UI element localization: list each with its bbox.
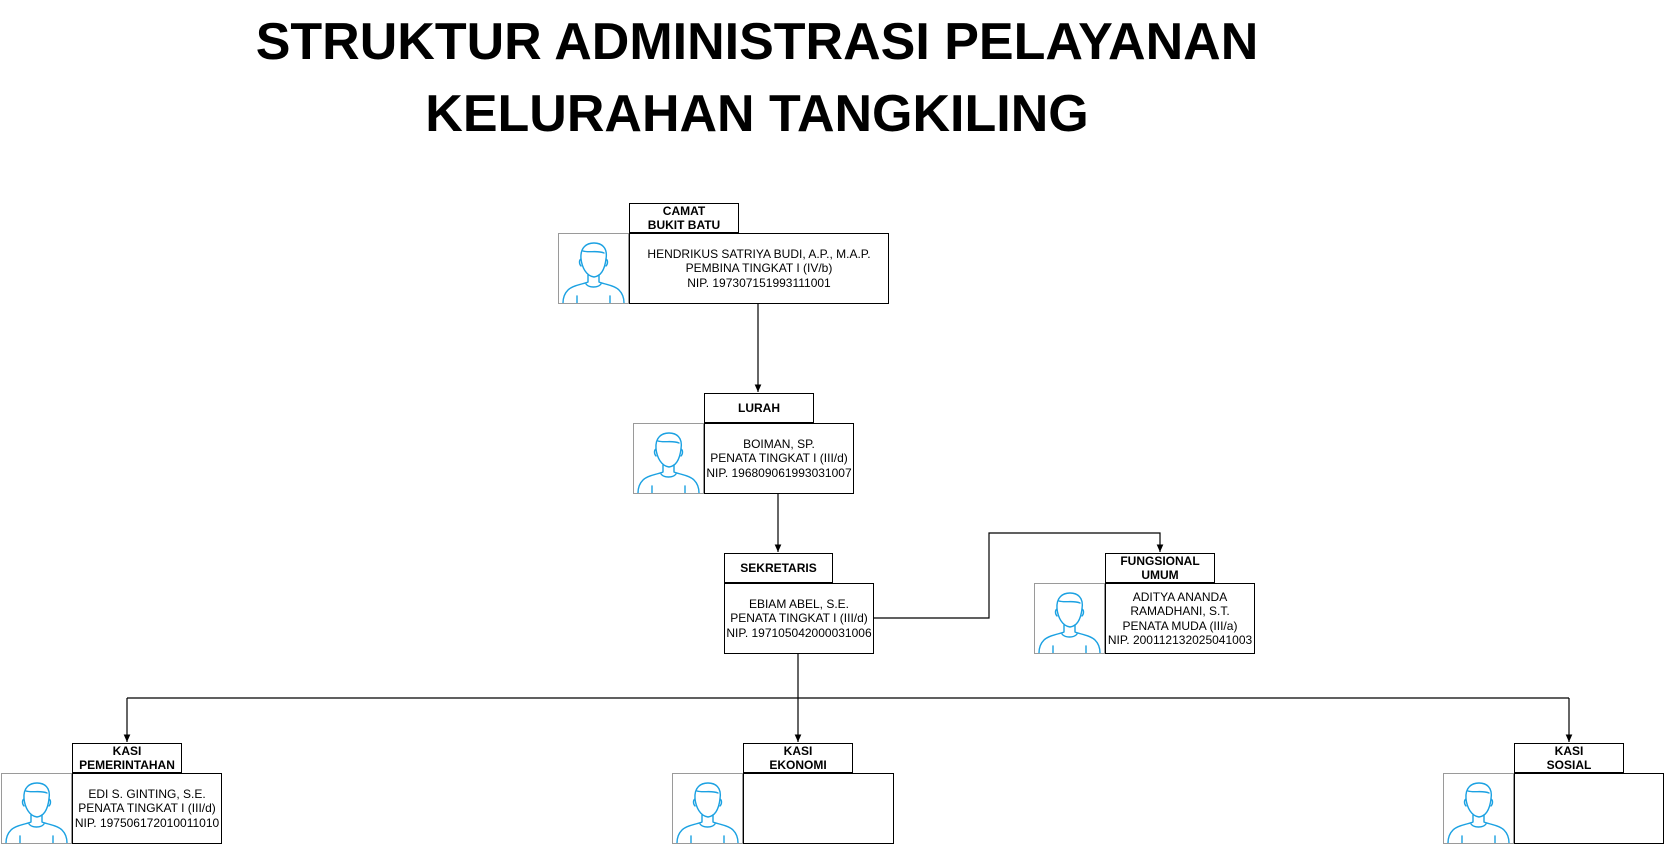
node-camat-info: HENDRIKUS SATRIYA BUDI, A.P., M.A.P. PEM…: [629, 233, 889, 304]
person-avatar-icon: [1034, 583, 1105, 654]
person-rank: PEMBINA TINGKAT I (IV/b): [685, 261, 833, 276]
label-line: SEKRETARIS: [740, 561, 817, 575]
node-sekretaris-label: SEKRETARIS: [724, 553, 833, 583]
node-fungsional-umum-label: FUNGSIONAL UMUM: [1105, 553, 1215, 583]
node-kasi-sosial-label: KASI SOSIAL: [1514, 743, 1624, 773]
person-nip: NIP. 197307151993111001: [687, 275, 831, 290]
label-line: BUKIT BATU: [647, 218, 721, 232]
node-sekretaris-info: EBIAM ABEL, S.E. PENATA TINGKAT I (III/d…: [724, 583, 874, 654]
person-avatar-icon: [1, 773, 72, 844]
person-nip: NIP. 197506172010011010: [74, 815, 220, 830]
node-kasi-sosial-info: [1514, 773, 1664, 844]
person-name: HENDRIKUS SATRIYA BUDI, A.P., M.A.P.: [647, 246, 871, 261]
node-kasi-ekonomi-label: KASI EKONOMI: [743, 743, 853, 773]
page-title-line-1: STRUKTUR ADMINISTRASI PELAYANAN: [255, 13, 1259, 71]
label-line: UMUM: [1141, 568, 1179, 582]
person-avatar-icon: [672, 773, 743, 844]
person-name: BOIMAN, SP.: [743, 436, 815, 451]
node-kasi-ekonomi-info: [743, 773, 894, 844]
person-name: EBIAM ABEL, S.E.: [748, 596, 850, 611]
label-line: KASI: [112, 744, 142, 758]
person-nip: NIP. 197105042000031006: [726, 625, 872, 640]
node-fungsional-umum-info: ADITYA ANANDA RAMADHANI, S.T. PENATA MUD…: [1105, 583, 1255, 654]
node-lurah-label: LURAH: [704, 393, 814, 423]
person-rank: PENATA TINGKAT I (III/d): [730, 611, 868, 626]
person-avatar-icon: [633, 423, 704, 494]
node-kasi-pemerintahan-label: KASI PEMERINTAHAN: [72, 743, 182, 773]
person-name: ADITYA ANANDA: [1132, 589, 1228, 604]
connector-sekretaris-fungsional: [874, 532, 1164, 619]
person-rank: PENATA TINGKAT I (III/d): [78, 801, 216, 816]
label-line: KASI: [783, 744, 813, 758]
person-nip: NIP. 200112132025041003: [1107, 633, 1253, 647]
node-kasi-pemerintahan-info: EDI S. GINTING, S.E. PENATA TINGKAT I (I…: [72, 773, 222, 844]
label-line: LURAH: [738, 401, 780, 415]
label-line: EKONOMI: [769, 758, 827, 772]
label-line: SOSIAL: [1546, 758, 1592, 772]
label-line: KASI: [1554, 744, 1584, 758]
node-lurah-info: BOIMAN, SP. PENATA TINGKAT I (III/d) NIP…: [704, 423, 854, 494]
person-rank: PENATA TINGKAT I (III/d): [710, 451, 848, 466]
person-name: EDI S. GINTING, S.E.: [88, 786, 206, 801]
person-avatar-icon: [558, 233, 629, 304]
person-name: RAMADHANI, S.T.: [1130, 604, 1230, 618]
label-line: FUNGSIONAL: [1120, 554, 1200, 568]
label-line: PEMERINTAHAN: [79, 758, 175, 772]
person-nip: NIP. 196809061993031007: [706, 465, 852, 480]
node-camat-label: CAMAT BUKIT BATU: [629, 203, 739, 233]
page-title-line-2: KELURAHAN TANGKILING: [425, 85, 1089, 143]
person-rank: PENATA MUDA (III/a): [1122, 618, 1238, 633]
label-line: CAMAT: [662, 204, 706, 218]
person-avatar-icon: [1443, 773, 1514, 844]
